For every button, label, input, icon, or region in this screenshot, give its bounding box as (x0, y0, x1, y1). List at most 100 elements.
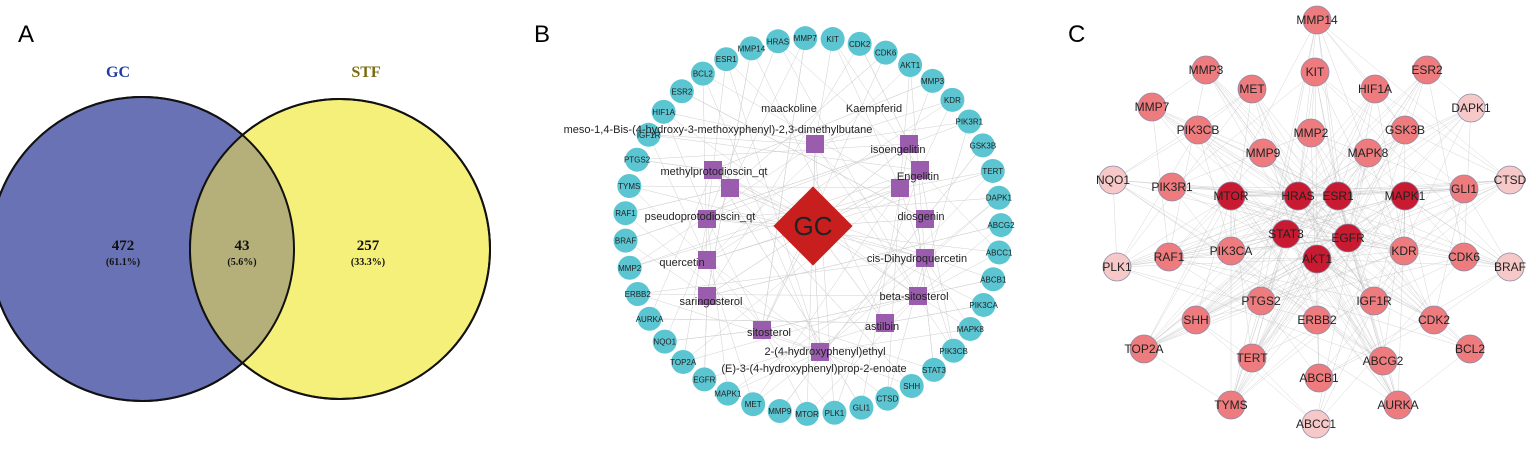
edge-c (1337, 195, 1511, 268)
edge-b (625, 213, 763, 331)
edge-b (899, 170, 993, 189)
target-label-plk1: PLK1 (825, 409, 845, 418)
edge-c (1143, 258, 1318, 350)
target-node-mapk8 (958, 316, 983, 341)
ppi-label-met: MET (1239, 82, 1265, 96)
edge-b (899, 187, 954, 351)
edge-b (637, 143, 910, 160)
edge-c (1285, 233, 1375, 302)
panel-letter-a: A (18, 21, 34, 48)
ppi-label-abcc1: ABCC1 (1296, 417, 1336, 431)
target-node-raf1 (613, 201, 638, 226)
edge-b (814, 121, 970, 145)
ppi-node-mmp9 (1248, 138, 1278, 168)
edge-b (814, 143, 954, 351)
venn-count-gc: 472 (112, 238, 135, 254)
target-label-aurka: AURKA (636, 315, 664, 324)
edge-c (1116, 266, 1384, 362)
target-label-gli1: GLI1 (853, 404, 871, 413)
edge-b (663, 111, 816, 145)
ppi-node-top2a (1129, 334, 1159, 364)
edge-b (924, 197, 1000, 259)
target-label-cdk6: CDK6 (875, 49, 897, 58)
ppi-label-aurka: AURKA (1377, 398, 1418, 412)
ppi-label-braf: BRAF (1494, 260, 1526, 274)
ppi-node-esr1 (1323, 181, 1353, 211)
edge-c (1168, 256, 1375, 302)
edge-b (819, 328, 971, 353)
target-label-abcb1: ABCB1 (980, 275, 1007, 284)
edge-c (1404, 195, 1511, 268)
ppi-label-igf1r: IGF1R (1356, 294, 1392, 308)
edge-b (752, 187, 901, 405)
ppi-label-gsk3b: GSK3B (1385, 123, 1425, 137)
edge-c (1251, 195, 1339, 359)
network-b-nodes: KITCDK2CDK6AKT1MMP3KDRPIK3R1GSK3BTERTDAP… (564, 26, 1015, 426)
target-label-raf1: RAF1 (615, 209, 636, 218)
target-node-mmp2 (617, 255, 642, 280)
edge-c (1316, 19, 1511, 181)
ppi-label-plk1: PLK1 (1102, 260, 1132, 274)
target-label-dapk1: DAPK1 (986, 194, 1013, 203)
target-label-shh: SHH (903, 382, 920, 391)
edge-c (1171, 186, 1320, 379)
edge-c (1230, 195, 1299, 252)
target-node-tyms (617, 174, 642, 199)
edge-b (712, 169, 862, 408)
edge-c (1373, 195, 1406, 302)
edge-c (1116, 258, 1318, 268)
ppi-node-pik3cb (1183, 115, 1213, 145)
edge-c (1382, 195, 1406, 362)
ppi-node-raf1 (1154, 242, 1184, 272)
edge-b (629, 143, 816, 268)
edge-c (1195, 233, 1287, 321)
ppi-label-mmp14: MMP14 (1296, 13, 1338, 27)
edge-b (637, 159, 714, 171)
edge-c (1463, 188, 1511, 268)
ppi-node-kdr (1389, 236, 1419, 266)
ppi-label-esr2: ESR2 (1411, 63, 1443, 77)
edge-c (1316, 258, 1384, 362)
ppi-node-gsk3b (1390, 115, 1420, 145)
edge-b (806, 295, 919, 415)
edge-b (649, 318, 886, 324)
edge-c (1230, 195, 1253, 359)
ppi-node-bcl2 (1455, 334, 1485, 364)
edge-c (1151, 106, 1399, 406)
edge-c (1230, 195, 1399, 406)
edge-c (1251, 258, 1318, 359)
ppi-label-abcg2: ABCG2 (1363, 354, 1404, 368)
edge-c (1112, 179, 1299, 197)
compound-node (876, 314, 894, 332)
edge-c (1347, 188, 1465, 239)
edge-b (637, 293, 821, 353)
edge-c (1112, 179, 1118, 268)
edge-b (887, 187, 901, 399)
target-label-mtor: MTOR (795, 410, 819, 419)
edge-b (664, 187, 731, 342)
edge-b (706, 64, 911, 261)
target-label-hif1a: HIF1A (652, 108, 675, 117)
edge-b (706, 43, 860, 297)
target-label-egfr: EGFR (693, 375, 715, 384)
edge-b (887, 257, 926, 399)
compound-label-engelitin: Engelitin (897, 171, 939, 183)
target-node-mmp7 (793, 26, 818, 51)
edge-b (917, 252, 1000, 297)
edge-c (1316, 19, 1406, 131)
target-node-met (741, 392, 766, 417)
edge-c (1314, 71, 1511, 268)
edge-b (919, 99, 953, 171)
edge-c (1297, 69, 1428, 197)
edge-b (648, 134, 816, 145)
edge-c (1315, 107, 1472, 425)
edge-c (1205, 69, 1339, 197)
compound-label-diosgenin: diosgenin (897, 211, 944, 223)
target-label-erbb2: ERBB2 (625, 290, 652, 299)
edge-c (1433, 188, 1465, 321)
target-label-kdr: KDR (944, 96, 961, 105)
target-label-akt1: AKT1 (900, 61, 921, 70)
ppi-node-met (1237, 74, 1267, 104)
